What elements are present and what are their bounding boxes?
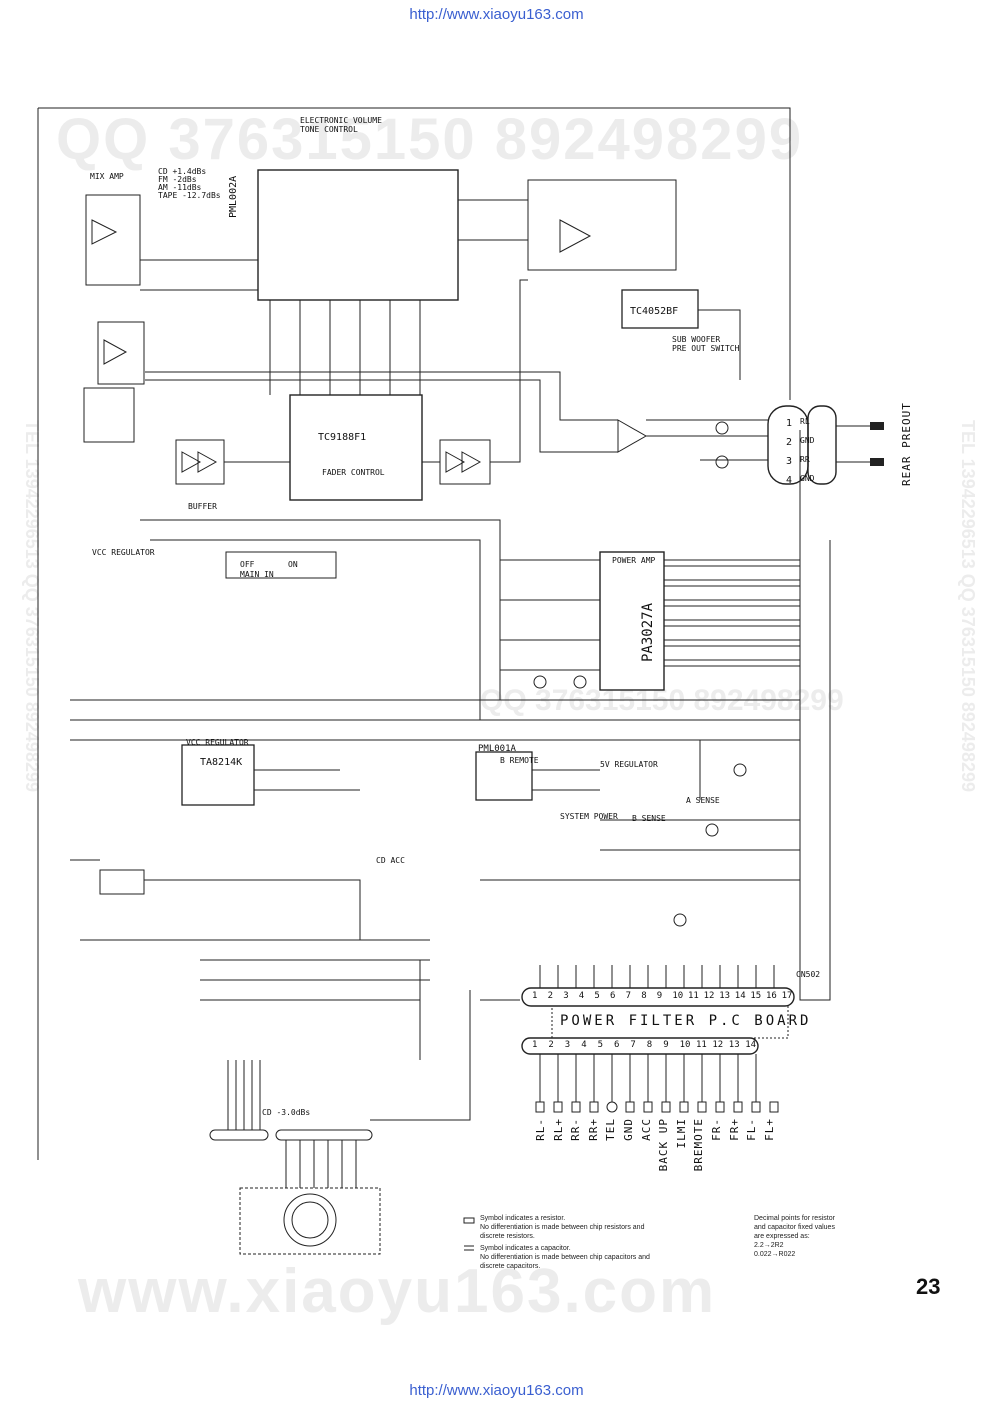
volume-ic-label: PML002A [228, 175, 239, 218]
harness-wire-name: RR+ [586, 1118, 600, 1141]
power-filter-title: POWER FILTER P.C BOARD [560, 1013, 812, 1029]
cn502-pin-number: 6 [610, 991, 616, 1001]
source-url-bottom[interactable]: http://www.xiaoyu163.com [409, 1382, 584, 1399]
rear-pin-name: RR [800, 455, 810, 464]
cn502-pin-number: 15 [750, 991, 762, 1001]
cn502-pin-number: 10 [679, 1040, 691, 1050]
harness-wire-name: FL- [745, 1118, 759, 1141]
cn502-pin-number: 13 [719, 991, 731, 1001]
cn502-pin-number: 17 [781, 991, 793, 1001]
legend-resistor: Symbol indicates a resistor. No differen… [480, 1215, 645, 1240]
rear-pin: 1 [786, 418, 793, 429]
buffer-label: BUFFER [188, 502, 217, 511]
b-sense-label: B SENSE [632, 814, 666, 823]
harness-wire-name: TEL [604, 1118, 618, 1141]
rear-pin-name: GND [800, 474, 815, 483]
cn502-pin-number: 1 [532, 1040, 538, 1050]
cn502-pin-number: 8 [646, 1040, 653, 1050]
rear-pin: 4 [786, 475, 793, 486]
signal-levels: CD +1.4dBs FM -2dBs AM -11dBs TAPE -12.7… [158, 167, 221, 200]
legend-decimal: Decimal points for resistor and capacito… [754, 1215, 835, 1258]
harness-wire-name: BREMOTE [692, 1118, 706, 1172]
pml001-ic-label: PML001A [478, 744, 516, 754]
cn502-pin-number: 9 [663, 1040, 669, 1050]
switch-ic-title: SUB WOOFER PRE OUT SWITCH [672, 335, 740, 353]
cn502-pin-number: 11 [696, 1040, 707, 1050]
harness-wire-name: RL- [534, 1118, 547, 1141]
harness-wire-name: ILMI [674, 1118, 688, 1149]
rear-conn-names: RL GND RR GND [800, 412, 814, 488]
harness-wire-name: RR- [569, 1118, 583, 1141]
cn502-pin-number: 10 [672, 991, 684, 1001]
cn502-label: CN502 [796, 970, 821, 979]
cn502-pin-number: 4 [581, 1040, 587, 1050]
harness-wire-name: BACK UP [657, 1118, 671, 1172]
cd-acc-label: CD ACC [376, 856, 405, 865]
cn502-pin-number: 14 [745, 1040, 757, 1050]
harness-wire-name: GND [622, 1118, 635, 1141]
cn502-pin-number: 12 [703, 991, 715, 1001]
legend-capacitor: Symbol indicates a capacitor. No differe… [480, 1245, 650, 1270]
watermark-www: www.xiaoyu163.com [78, 1257, 717, 1326]
rear-pin-name: RL [800, 417, 810, 426]
main-in-label: MAIN IN [240, 570, 274, 579]
cn502-pin-number: 7 [625, 991, 632, 1001]
page-number: 23 [916, 1274, 941, 1299]
switch-ic-label: TC4052BF [630, 306, 679, 317]
cn502-pin-number: 1 [532, 991, 538, 1001]
rear-pin: 3 [786, 456, 793, 467]
power-amp-title: POWER AMP [612, 556, 656, 565]
cn502-pin-number: 16 [766, 991, 777, 1001]
vcc-reg-title: VCC REGULATOR [186, 738, 249, 747]
volume-ic-title: ELECTRONIC VOLUME TONE CONTROL [300, 116, 382, 134]
cn502-pin-number: 2 [547, 991, 554, 1001]
cn502-pin-number: 3 [564, 1040, 571, 1050]
power-amp-ic-label: PA3027A [640, 602, 656, 662]
cn502-pin-number: 4 [578, 991, 585, 1001]
cn502-pin-number: 8 [641, 991, 647, 1001]
harness-wire-name: FL+ [762, 1118, 776, 1141]
cn502-pin-number: 7 [630, 1040, 636, 1050]
rear-pin: 2 [786, 437, 793, 448]
cn502-pin-number: 13 [728, 1040, 740, 1050]
fader-ic-label: TC9188F1 [318, 432, 367, 443]
cn502-pin-number: 5 [594, 991, 600, 1001]
sv-regulator-label: 5V REGULATOR [600, 760, 658, 769]
harness-wire-name: FR- [710, 1118, 723, 1141]
a-sense-label: A SENSE [686, 796, 720, 805]
source-url-top[interactable]: http://www.xiaoyu163.com [409, 6, 584, 23]
cd-level-label: CD -3.0dBs [262, 1108, 311, 1117]
rear-conn-pins: 1 2 3 4 [786, 414, 800, 490]
system-power-label: SYSTEM POWER [560, 812, 618, 821]
cn502-pin-number: 2 [548, 1040, 554, 1050]
cn502-pin-number: 14 [734, 991, 746, 1001]
rear-pin-name: GND [800, 436, 815, 445]
harness-wire-name: ACC [639, 1118, 653, 1141]
cn502-pin-number: 12 [712, 1040, 724, 1050]
cn502-pin-number: 6 [614, 1040, 620, 1050]
cn502-pin-number: 5 [597, 1040, 604, 1050]
pml001-sub: B REMOTE [500, 756, 539, 765]
harness-wire-name: FR+ [727, 1118, 741, 1141]
mix-amp-label: MIX AMP [90, 172, 124, 181]
rear-preout-label: REAR PREOUT [900, 402, 913, 486]
vcc-regulator-label: VCC REGULATOR [92, 548, 155, 557]
switch-off-label: OFF [240, 560, 255, 569]
harness-wire-name: RL+ [551, 1118, 565, 1141]
cn502-pin-number: 9 [656, 991, 663, 1001]
cn502-pin-number: 11 [688, 991, 699, 1001]
switch-on-label: ON [288, 560, 298, 569]
fader-ic-sub: FADER CONTROL [322, 468, 385, 477]
cn502-pin-number: 3 [563, 991, 569, 1001]
vcc-reg-ic-label: TA8214K [200, 757, 243, 768]
watermark-qq: QQ 376315150 892498299 [56, 107, 804, 172]
